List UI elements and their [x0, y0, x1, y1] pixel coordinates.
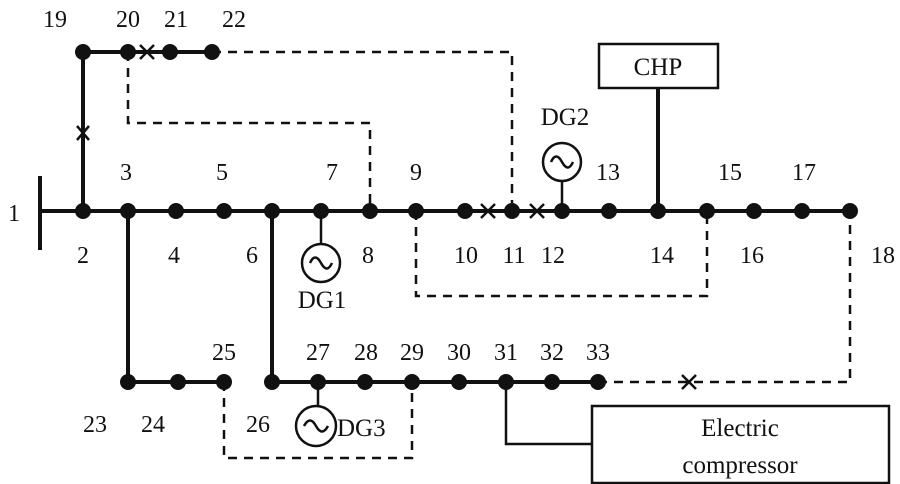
dg2-label: DG2	[541, 104, 590, 131]
bus-label-19: 19	[43, 7, 67, 33]
bus-node-7	[313, 203, 329, 219]
bus-node-23	[120, 374, 136, 390]
bus-label-9: 9	[410, 160, 422, 186]
bus-node-28	[357, 374, 373, 390]
bus-nodes	[75, 44, 858, 390]
bus-label-13: 13	[596, 160, 620, 186]
bus-label-22: 22	[222, 7, 246, 33]
bus-node-18	[842, 203, 858, 219]
bus-node-21	[162, 44, 178, 60]
bus-node-22	[204, 44, 220, 60]
tie-line-33-18	[598, 211, 852, 384]
bus-node-14	[650, 203, 666, 219]
bus-label-12: 12	[541, 243, 565, 269]
bus-node-30	[451, 374, 467, 390]
bus-node-4	[168, 203, 184, 219]
tie-line-9-15	[414, 211, 709, 298]
bus-node-26	[264, 374, 280, 390]
open-switch-33-18	[681, 374, 697, 390]
bus-label-30: 30	[447, 340, 471, 366]
bus-node-13	[601, 203, 617, 219]
dg1-sine-icon	[308, 256, 334, 270]
bus-node-33	[590, 374, 606, 390]
bus-node-11	[504, 203, 520, 219]
compressor-label-line1: Electric	[701, 415, 779, 442]
bus-label-2: 2	[77, 243, 89, 269]
bus-node-6	[264, 203, 280, 219]
dg2-sine-icon	[549, 155, 575, 169]
bus-node-20	[120, 44, 136, 60]
bus-labels: 1 2 3 4 5 6 7 8 9 10 11 12 13 14 15 16 1…	[8, 7, 895, 438]
bus-label-32: 32	[540, 340, 564, 366]
bus-label-33: 33	[586, 340, 610, 366]
bus-node-9	[408, 203, 424, 219]
bus-node-10	[457, 203, 473, 219]
bus-label-28: 28	[354, 340, 378, 366]
open-switch-11-12	[529, 203, 545, 219]
bus-label-23: 23	[83, 412, 107, 438]
bus-label-24: 24	[141, 412, 165, 438]
bus-label-17: 17	[792, 160, 816, 186]
bus-label-4: 4	[168, 243, 180, 269]
compressor-connection	[504, 382, 592, 446]
bus-node-29	[404, 374, 420, 390]
bus-node-15	[699, 203, 715, 219]
bus-label-20: 20	[116, 7, 140, 33]
bus-label-6: 6	[246, 243, 258, 269]
bus-node-12	[554, 203, 570, 219]
open-switch-2-19	[76, 125, 90, 141]
bus-node-16	[746, 203, 762, 219]
tie-line-25-29	[222, 382, 414, 460]
bus-label-26: 26	[246, 412, 270, 438]
bus-label-16: 16	[740, 243, 764, 269]
compressor-label-line2: compressor	[682, 452, 798, 479]
bus-label-25: 25	[212, 340, 236, 366]
bus-label-11: 11	[502, 243, 525, 269]
bus-node-3	[120, 203, 136, 219]
bus-label-5: 5	[216, 160, 228, 186]
open-switch-20-21	[139, 44, 155, 60]
bus-node-27	[310, 374, 326, 390]
bus-node-2	[75, 203, 91, 219]
bus-node-32	[544, 374, 560, 390]
dg3-symbol	[294, 404, 338, 448]
dg1-symbol	[300, 242, 342, 284]
open-switches	[76, 44, 697, 390]
bus-node-5	[216, 203, 232, 219]
chp-box	[597, 42, 720, 90]
bus-label-7: 7	[326, 160, 338, 186]
open-switch-10-11	[480, 203, 496, 219]
bus-node-24	[170, 374, 186, 390]
bus-label-31: 31	[494, 340, 518, 366]
bus-label-1: 1	[8, 201, 20, 227]
bus-label-29: 29	[400, 340, 424, 366]
dg1-label: DG1	[298, 287, 347, 314]
bus-label-10: 10	[454, 243, 478, 269]
bus-label-21: 21	[164, 7, 188, 33]
chp-label: CHP	[634, 54, 683, 81]
dg3-sine-icon	[302, 419, 330, 433]
dg2-symbol	[541, 141, 583, 183]
bus-node-25	[216, 374, 232, 390]
bus-node-31	[498, 374, 514, 390]
compressor-box	[590, 404, 891, 484]
bus-node-17	[794, 203, 810, 219]
tie-line-20-8	[126, 52, 372, 211]
bus-label-18: 18	[871, 243, 895, 269]
tie-line-22-11	[212, 50, 514, 211]
bus-node-19	[75, 44, 91, 60]
dg3-label: DG3	[337, 415, 386, 442]
bus-node-8	[362, 203, 378, 219]
bus-label-3: 3	[120, 160, 132, 186]
bus-label-14: 14	[650, 243, 674, 269]
bus-label-8: 8	[362, 243, 374, 269]
bus-label-27: 27	[306, 340, 330, 366]
bus-label-15: 15	[718, 160, 742, 186]
